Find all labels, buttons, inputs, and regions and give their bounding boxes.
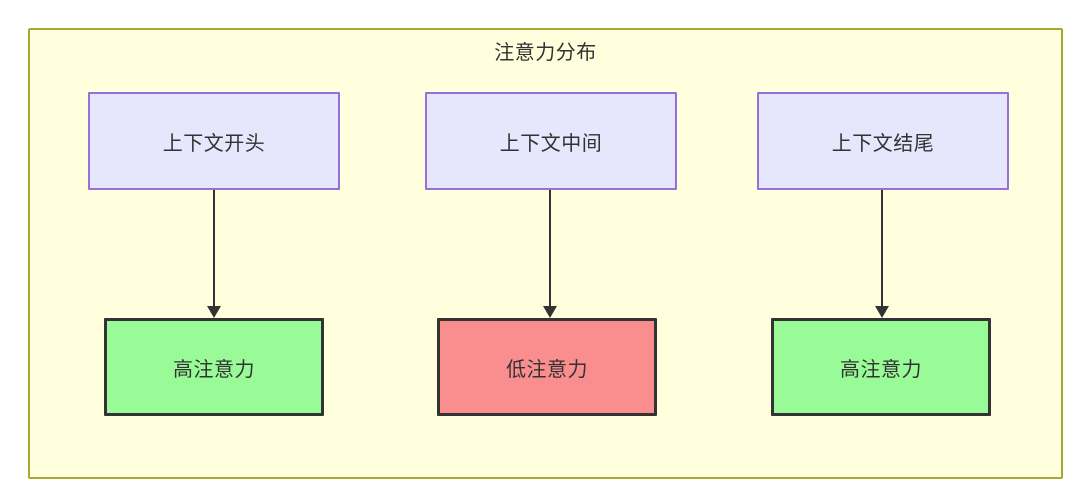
- arrowhead-icon-3: [875, 306, 889, 318]
- node-context-end[interactable]: 上下文结尾: [757, 92, 1009, 190]
- subgraph-title: 注意力分布: [494, 42, 597, 64]
- edge-context-start-to-high-attention: [213, 190, 215, 308]
- edge-context-middle-to-low-attention: [549, 190, 551, 308]
- node-high-attention-end[interactable]: 高注意力: [771, 318, 991, 416]
- edge-context-end-to-high-attention: [881, 190, 883, 308]
- node-context-end-label: 上下文结尾: [831, 132, 935, 155]
- node-high-attention-start[interactable]: 高注意力: [104, 318, 324, 416]
- arrowhead-icon-2: [543, 306, 557, 318]
- node-high-attention-start-label: 高注意力: [173, 358, 255, 381]
- node-context-start[interactable]: 上下文开头: [88, 92, 340, 190]
- node-context-start-label: 上下文开头: [162, 132, 266, 155]
- node-context-middle-label: 上下文中间: [499, 132, 603, 155]
- node-high-attention-end-label: 高注意力: [840, 358, 922, 381]
- node-low-attention-middle-label: 低注意力: [506, 358, 588, 381]
- node-context-middle[interactable]: 上下文中间: [425, 92, 677, 190]
- arrowhead-icon-1: [207, 306, 221, 318]
- node-low-attention-middle[interactable]: 低注意力: [437, 318, 657, 416]
